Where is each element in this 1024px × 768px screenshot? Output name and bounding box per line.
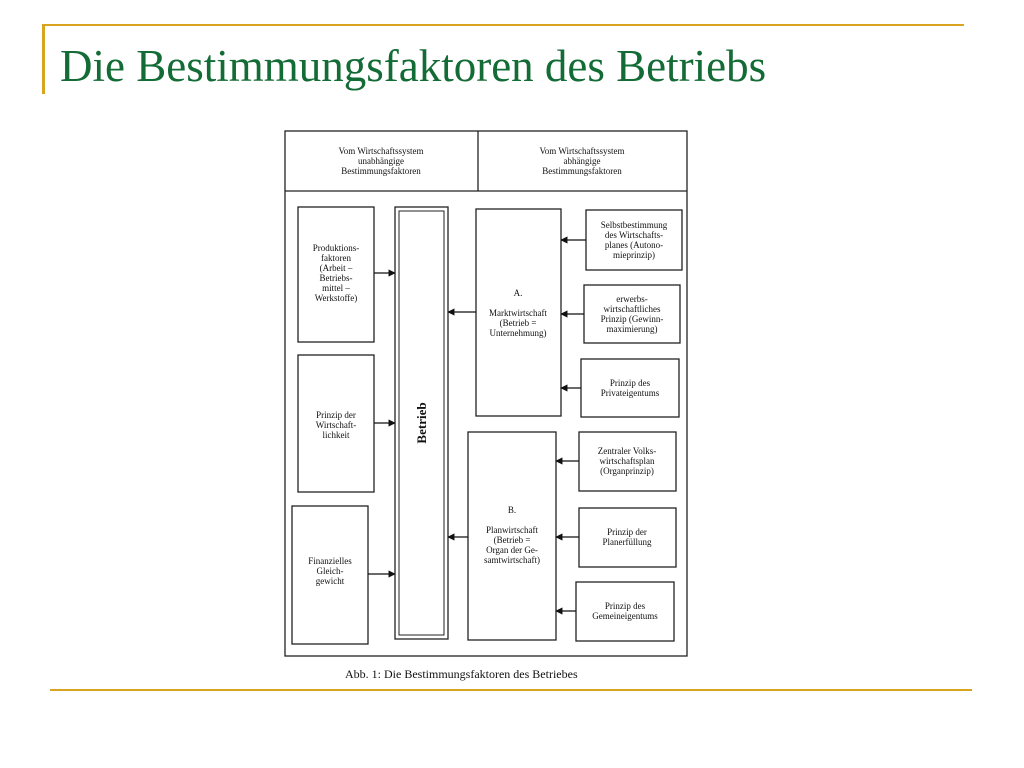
bottom-gold-rule <box>50 689 972 691</box>
slide-title: Die Bestimmungsfaktoren des Betriebs <box>60 41 767 91</box>
right-b-1-text: Zentraler Volks-wirtschaftsplan(Organpri… <box>598 446 656 476</box>
left-box-produktionsfaktoren <box>297 206 375 343</box>
betrieb-bar-inner <box>398 210 445 636</box>
betrieb-label: Betrieb <box>414 402 429 443</box>
left-box-1-text: Produktions-faktoren(Arbeit –Betriebs-mi… <box>313 243 360 303</box>
top-gold-rule <box>42 24 964 26</box>
left-gold-rule <box>42 24 45 94</box>
system-a-text: A.Marktwirtschaft(Betrieb =Unternehmung) <box>489 288 547 338</box>
left-box-finanzielles-gleichgewicht <box>291 505 369 645</box>
outer-frame <box>284 130 688 657</box>
figure-caption: Abb. 1: Die Bestimmungsfaktoren des Betr… <box>345 667 578 681</box>
system-b-text: B.Planwirtschaft(Betrieb =Organ der Ge-s… <box>484 505 540 565</box>
